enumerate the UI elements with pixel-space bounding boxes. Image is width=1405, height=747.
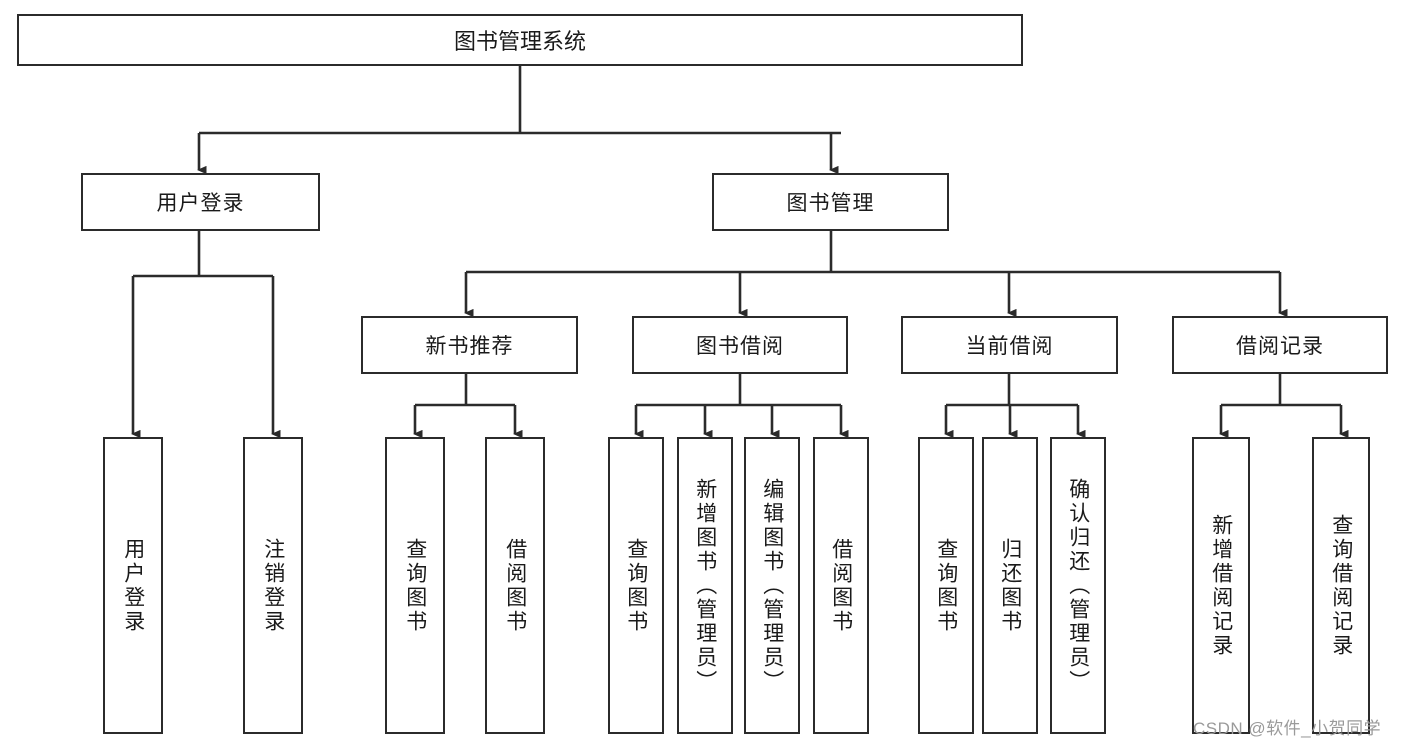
node-label: 图书管理系统 <box>453 29 586 54</box>
node-book-borrow[interactable]: 图书借阅 <box>632 316 848 374</box>
leaf-current-borrow-confirm-return[interactable]: 确认归还（管理员） <box>1050 437 1106 734</box>
node-label: 新增图书（管理员） <box>693 477 717 694</box>
leaf-user-login-logout[interactable]: 注销登录 <box>243 437 303 734</box>
leaf-borrow-record-add[interactable]: 新增借阅记录 <box>1192 437 1250 734</box>
node-label: 新增借阅记录 <box>1209 513 1233 658</box>
node-book-management[interactable]: 图书管理 <box>712 173 949 231</box>
leaf-user-login-login[interactable]: 用户登录 <box>103 437 163 734</box>
node-label: 查询借阅记录 <box>1329 513 1353 658</box>
leaf-book-borrow-add[interactable]: 新增图书（管理员） <box>677 437 733 734</box>
node-label: 用户登录 <box>156 192 245 215</box>
node-current-borrow[interactable]: 当前借阅 <box>901 316 1118 374</box>
node-new-book-recommend[interactable]: 新书推荐 <box>361 316 578 374</box>
node-label: 当前借阅 <box>965 335 1054 358</box>
node-label: 借阅图书 <box>829 537 853 634</box>
node-root-book-management-system[interactable]: 图书管理系统 <box>17 14 1023 66</box>
node-label: 确认归还（管理员） <box>1066 477 1090 694</box>
node-label: 编辑图书（管理员） <box>760 477 784 694</box>
leaf-borrow-record-query[interactable]: 查询借阅记录 <box>1312 437 1370 734</box>
node-label: 查询图书 <box>934 537 958 634</box>
node-label: 查询图书 <box>624 537 648 634</box>
leaf-new-book-borrow[interactable]: 借阅图书 <box>485 437 545 734</box>
leaf-book-borrow-borrow[interactable]: 借阅图书 <box>813 437 869 734</box>
node-borrow-record[interactable]: 借阅记录 <box>1172 316 1388 374</box>
leaf-current-borrow-query[interactable]: 查询图书 <box>918 437 974 734</box>
node-label: 新书推荐 <box>425 335 514 358</box>
csdn-watermark: CSDN @软件_小贺同学 <box>1193 719 1382 738</box>
node-label: 用户登录 <box>121 537 145 634</box>
leaf-book-borrow-query[interactable]: 查询图书 <box>608 437 664 734</box>
node-label: 注销登录 <box>261 537 285 634</box>
leaf-current-borrow-return[interactable]: 归还图书 <box>982 437 1038 734</box>
node-label: 查询图书 <box>403 537 427 634</box>
leaf-book-borrow-edit[interactable]: 编辑图书（管理员） <box>744 437 800 734</box>
node-label: 归还图书 <box>998 537 1022 634</box>
leaf-new-book-query[interactable]: 查询图书 <box>385 437 445 734</box>
node-label: 图书管理 <box>786 192 875 215</box>
node-user-login[interactable]: 用户登录 <box>81 173 320 231</box>
node-label: 图书借阅 <box>696 335 784 358</box>
node-label: 借阅图书 <box>503 537 527 634</box>
node-label: 借阅记录 <box>1236 335 1324 358</box>
